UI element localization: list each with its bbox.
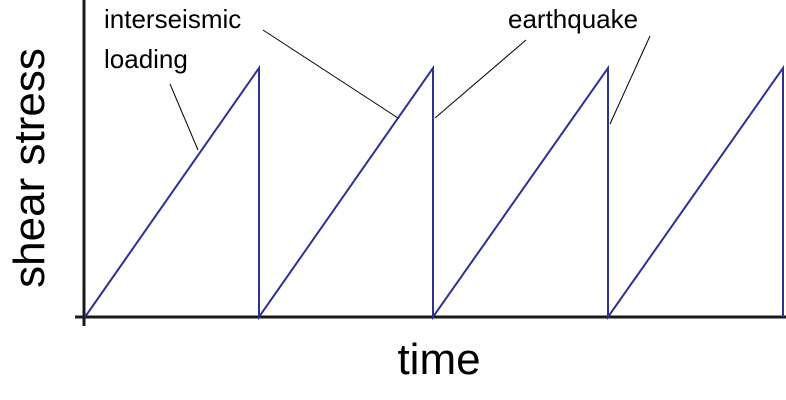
interseismic-label: interseismic <box>104 4 241 34</box>
earthquake-leader-line-1 <box>434 39 527 119</box>
x-axis-label: time <box>397 335 480 384</box>
y-axis-label: shear stress <box>5 48 54 288</box>
stress-curve <box>84 64 784 321</box>
interseismic-leader-line <box>262 29 399 119</box>
loading-label: loading <box>104 44 188 74</box>
earthquake-label: earthquake <box>508 4 638 34</box>
loading-leader-line <box>169 83 199 151</box>
earthquake-leader-line-2 <box>609 35 651 125</box>
